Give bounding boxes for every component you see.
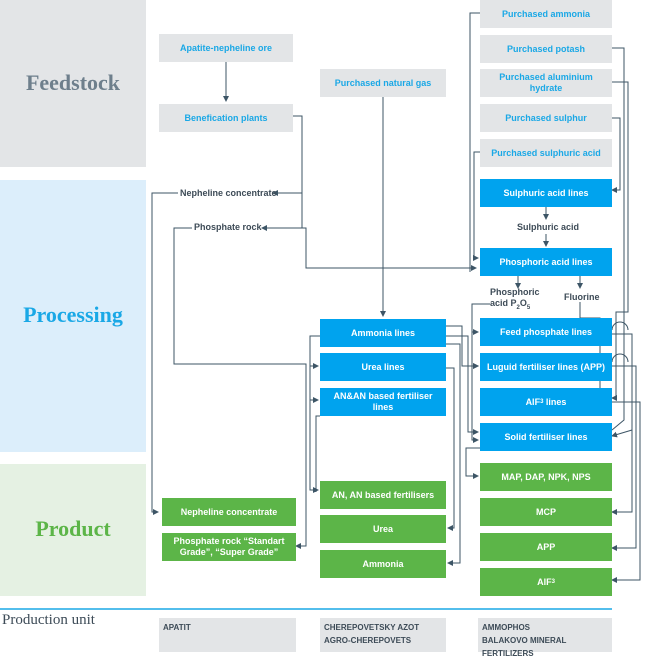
- production-unit-label: Production unit: [2, 612, 95, 628]
- phosphate-rock-product: Phosphate rock “Standart Grade”, “Super …: [162, 533, 296, 561]
- an-lines-node: AN&AN based fertiliser lines: [320, 388, 446, 416]
- product-band: [0, 464, 146, 596]
- phosphoric-acid-text: Phosphoric acid P2O5: [490, 287, 540, 311]
- unit-cherepovets: CHEREPOVETSKY AZOT AGRO-CHEREPOVETS: [320, 618, 446, 652]
- fluorine-text: Fluorine: [564, 292, 600, 302]
- app-product: APP: [480, 533, 612, 561]
- urea-product: Urea: [320, 515, 446, 543]
- ammonia-product: Ammonia: [320, 550, 446, 578]
- apatite-ore-node: Apatite-nepheline ore: [159, 34, 293, 62]
- product-label: Product: [35, 516, 111, 541]
- nepheline-concentrate-product: Nepheline concentrate: [162, 498, 296, 526]
- phosphoric-acid-lines-node: Phosphoric acid lines: [480, 248, 612, 276]
- purchased-ammonia-node: Purchased ammonia: [480, 0, 612, 28]
- an-fertilisers-product: AN, AN based fertilisers: [320, 481, 446, 509]
- unit-balakovo-name: BALAKOVO MINERAL FERTILIZERS: [482, 636, 567, 658]
- unit-ammophos: AMMOPHOS BALAKOVO MINERAL FERTILIZERS: [478, 618, 612, 658]
- unit-apatit-name: APATIT: [163, 623, 191, 632]
- ammonia-lines-node: Ammonia lines: [320, 319, 446, 347]
- unit-cherepovetsky-name: CHEREPOVETSKY AZOT: [324, 623, 420, 632]
- unit-agro-name: AGRO-CHEREPOVETS: [324, 636, 412, 645]
- urea-lines-node: Urea lines: [320, 353, 446, 381]
- feed-phosphate-lines-node: Feed phosphate lines: [480, 318, 612, 346]
- feedstock-band: [0, 0, 146, 167]
- sulphuric-acid-text: Sulphuric acid: [517, 222, 580, 232]
- feedstock-label: Feedstock: [25, 70, 121, 95]
- unit-ammophos-name: AMMOPHOS: [482, 623, 530, 632]
- solid-fertiliser-lines-node: Solid fertiliser lines: [480, 423, 612, 451]
- purchased-sulphuric-acid-node: Purchased sulphuric acid: [480, 139, 612, 167]
- processing-band: [0, 180, 146, 452]
- processing-label: Processing: [23, 302, 123, 327]
- purchased-sulphur-node: Purchased sulphur: [480, 104, 612, 132]
- sulphuric-acid-lines-node: Sulphuric acid lines: [480, 179, 612, 207]
- unit-apatit: APATIT: [159, 618, 296, 652]
- mcp-product: MCP: [480, 498, 612, 526]
- phosphate-rock-text: Phosphate rock: [194, 222, 262, 232]
- purchased-aluminium-node: Purchased aluminium hydrate: [480, 69, 612, 97]
- natural-gas-node: Purchased natural gas: [320, 69, 446, 97]
- liquid-fertiliser-lines-node: Luguid fertiliser lines (APP): [480, 353, 612, 381]
- benefication-node: Benefication plants: [159, 104, 293, 132]
- map-dap-product: MAP, DAP, NPK, NPS: [480, 463, 612, 491]
- purchased-potash-node: Purchased potash: [480, 35, 612, 63]
- nepheline-concentrate-text: Nepheline concentrate: [180, 188, 277, 198]
